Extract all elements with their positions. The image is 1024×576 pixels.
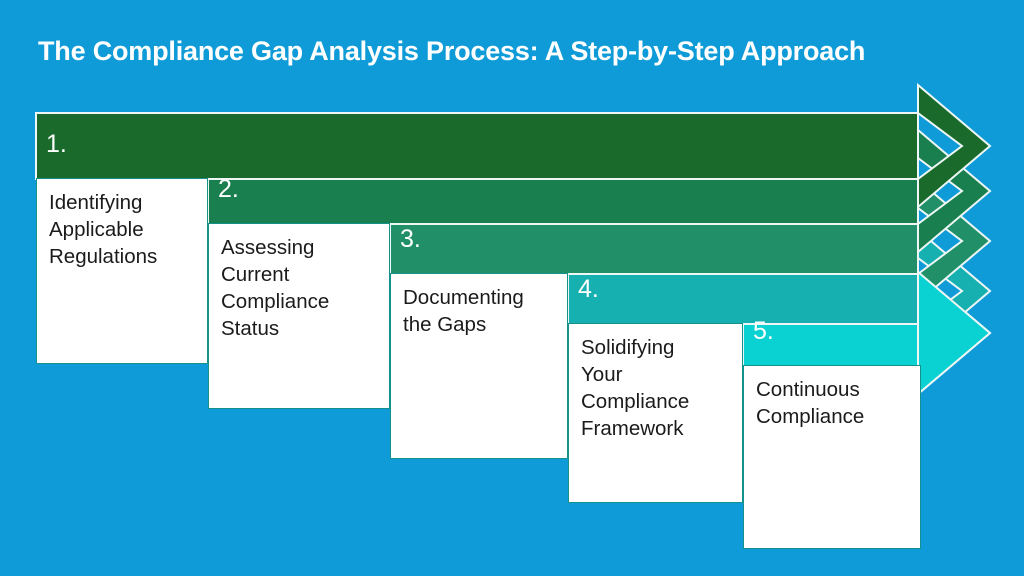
step-arrow-tip-5-solid	[917, 269, 992, 397]
step-number-1: 1.	[46, 130, 67, 158]
step-band-1	[35, 112, 919, 180]
step-label-4: Solidifying Your Compliance Framework	[581, 336, 690, 441]
step-box-2[interactable]: Assessing Current Compliance Status	[208, 223, 390, 409]
step-box-5[interactable]: Continuous Compliance	[743, 365, 921, 549]
step-box-4[interactable]: Solidifying Your Compliance Framework	[568, 323, 743, 503]
step-number-2: 2.	[218, 175, 239, 203]
step-arrow-tip-1	[917, 82, 992, 210]
step-number-3: 3.	[400, 225, 421, 253]
step-label-2: Assessing Current Compliance Status	[221, 236, 330, 341]
step-box-3[interactable]: Documenting the Gaps	[390, 273, 568, 459]
page-title: The Compliance Gap Analysis Process: A S…	[38, 36, 866, 66]
step-label-1: Identifying Applicable Regulations	[49, 191, 158, 269]
step-number-4: 4.	[578, 275, 599, 303]
step-label-3: Documenting the Gaps	[403, 286, 524, 337]
step-label-5: Continuous Compliance	[756, 378, 865, 429]
step-number-5: 5.	[753, 317, 774, 345]
step-box-1[interactable]: Identifying Applicable Regulations	[36, 178, 208, 364]
